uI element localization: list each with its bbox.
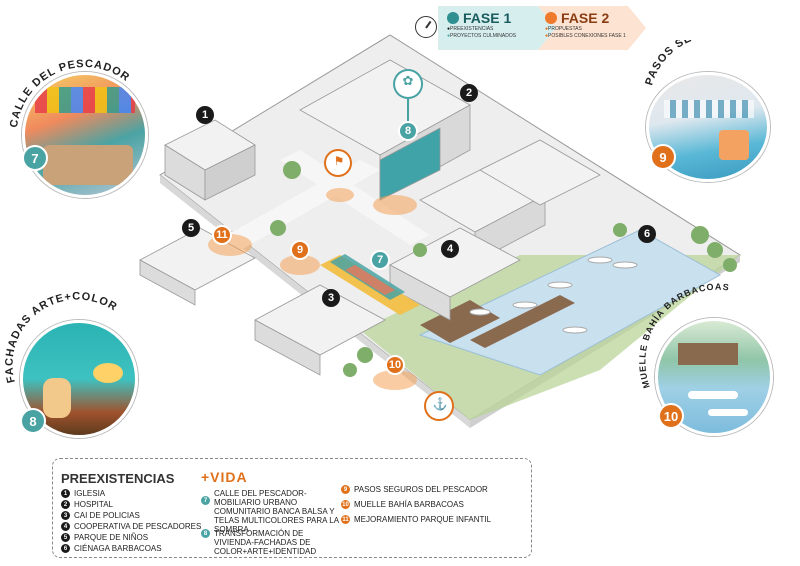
map-marker-8: 8 <box>398 121 418 141</box>
phase-2-title: FASE 2 <box>561 10 610 26</box>
map-marker-1: 1 <box>196 106 214 124</box>
map-marker-11: 11 <box>212 225 232 245</box>
phase-2: FASE 2 ●PROPUESTAS ●POSIBLES CONEXIONES … <box>545 10 645 46</box>
phase-1-title: FASE 1 <box>463 10 512 26</box>
map-marker-5: 5 <box>182 219 200 237</box>
map-marker-6: 6 <box>638 225 656 243</box>
fachadas-badge: 8 <box>20 408 46 434</box>
leaf-icon: ✿ <box>402 73 414 88</box>
muelle-arc-label: MUELLE BAHÍA BARBACOAS <box>637 282 730 390</box>
photo-calle-del-pescador <box>22 72 148 198</box>
crosswalk-icon: ⚑ <box>333 154 345 168</box>
phase-1-item: ●PREEXISTENCIAS <box>447 26 494 32</box>
pasos-arc-label: PASOS SEGUROS <box>643 40 739 87</box>
map-marker-3: 3 <box>322 289 340 307</box>
compass-icon <box>415 16 437 38</box>
pasos-label: PASOS SEGUROS <box>643 40 738 87</box>
calle-label: CALLE DEL PESCADOR <box>8 58 131 129</box>
phase-1: FASE 1 ●PREEXISTENCIAS ●PROYECTOS CULMIN… <box>447 10 547 46</box>
svg-text:FACHADAS ARTE+COLOR: FACHADAS ARTE+COLOR <box>3 292 119 384</box>
map-marker-7: 7 <box>370 250 390 270</box>
svg-text:CALLE DEL PESCADOR: CALLE DEL PESCADOR <box>8 58 132 129</box>
muelle-badge: 10 <box>658 403 684 429</box>
map-marker-2: 2 <box>460 84 478 102</box>
fachadas-arc-label: FACHADAS ARTE+COLOR <box>3 292 119 384</box>
map-marker-9: 9 <box>290 240 310 260</box>
muelle-label: MUELLE BAHÍA BARBACOAS <box>637 282 729 390</box>
svg-text:MUELLE BAHÍA BARBACOAS: MUELLE BAHÍA BARBACOAS <box>637 282 730 390</box>
phase-2-item: ●PROPUESTAS <box>545 26 582 32</box>
phase-1-dot <box>447 12 459 24</box>
map-marker-4: 4 <box>441 240 459 258</box>
dock-icon: ⚓ <box>432 397 448 411</box>
calle-arc-label: CALLE DEL PESCADOR <box>8 58 132 129</box>
svg-text:PASOS SEGUROS: PASOS SEGUROS <box>643 40 739 87</box>
pasos-badge: 9 <box>650 144 676 170</box>
calle-badge: 7 <box>22 145 48 171</box>
vida-logo: +VIDA <box>201 469 248 485</box>
fachadas-label: FACHADAS ARTE+COLOR <box>3 292 118 384</box>
phase-1-item: ●PROYECTOS CULMINADOS <box>447 33 517 39</box>
phase-2-dot <box>545 12 557 24</box>
legend-title: PREEXISTENCIAS <box>61 471 175 486</box>
phase-arrows <box>438 6 646 50</box>
photo-fachadas <box>20 320 138 438</box>
phase-2-item: ●POSIBLES CONEXIONES FASE 1 <box>545 33 626 39</box>
map-marker-10: 10 <box>385 355 405 375</box>
